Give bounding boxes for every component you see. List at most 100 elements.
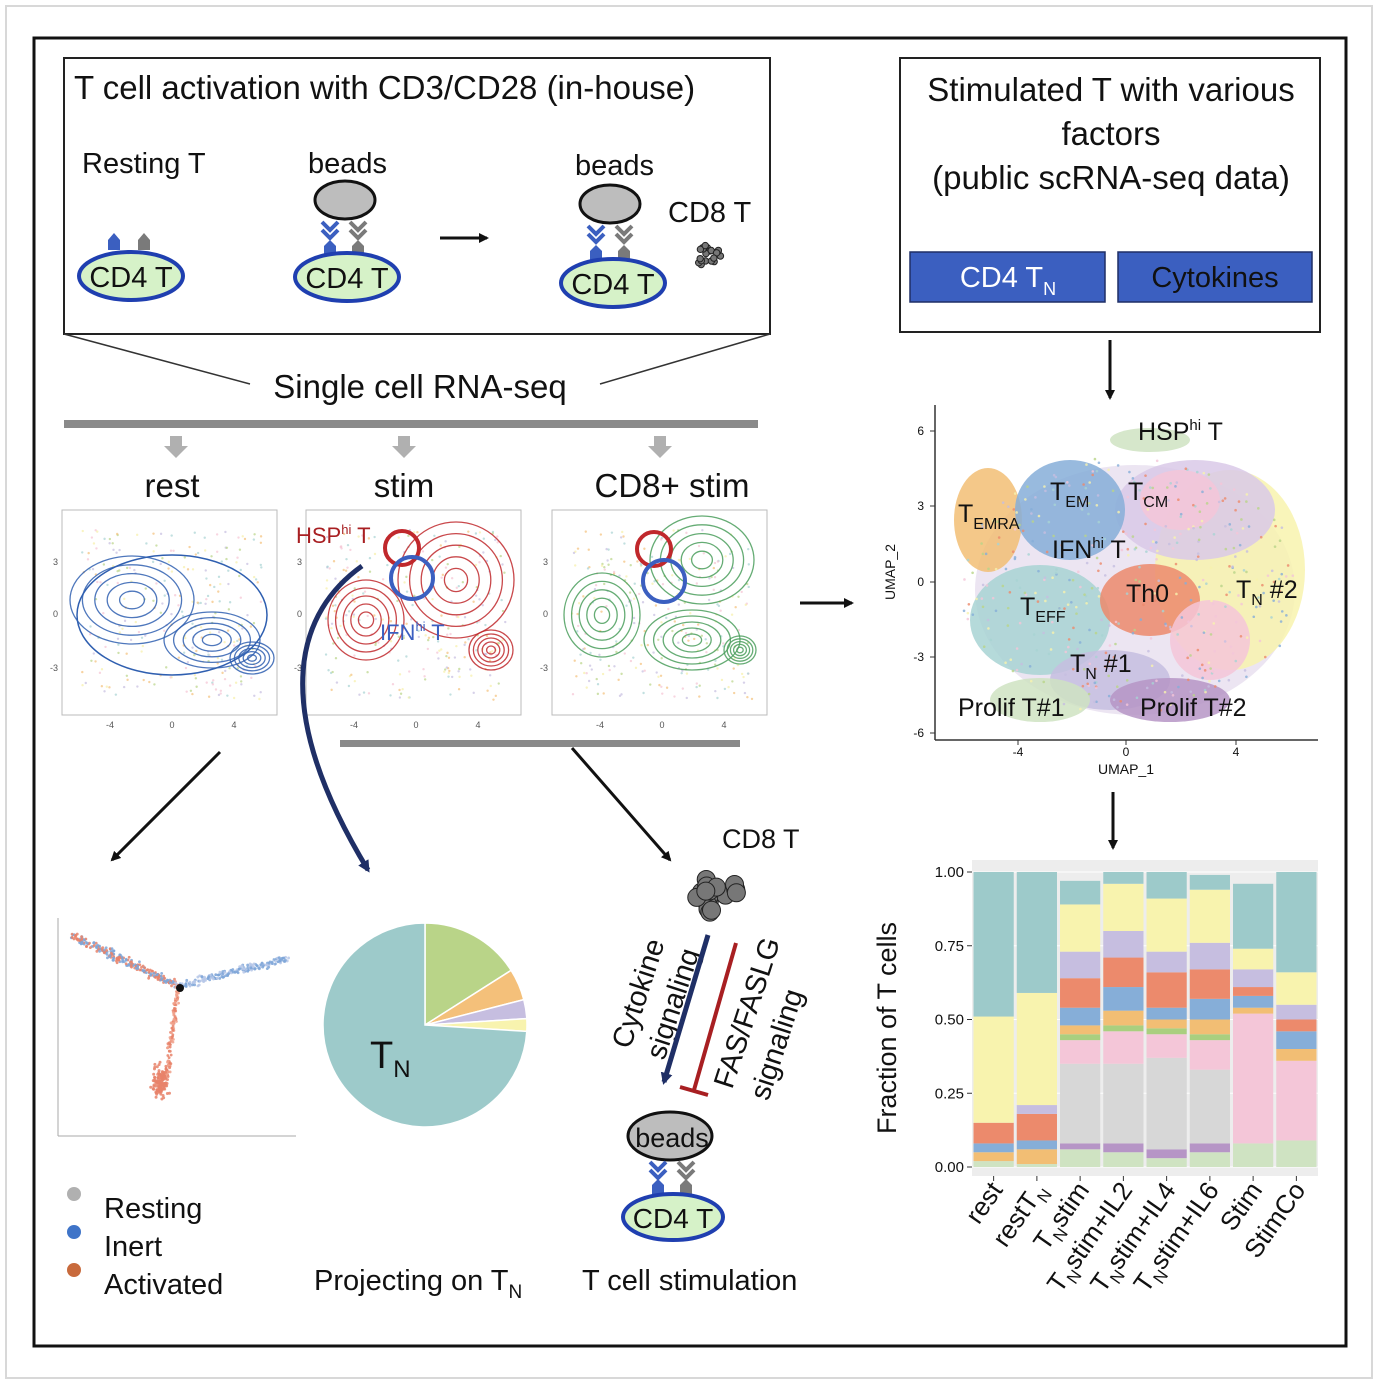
public-title-3: (public scRNA-seq data) <box>932 159 1290 196</box>
scatter-dot <box>236 556 239 559</box>
umap-dot <box>1115 685 1119 689</box>
scatter-dot <box>352 615 355 618</box>
scatter-dot <box>649 683 652 686</box>
umap-dot <box>1187 620 1190 624</box>
trajectory-cell-dot <box>118 955 122 959</box>
scatter-dot <box>700 634 704 638</box>
scatter-dot <box>210 555 213 558</box>
umap-dot <box>1198 585 1201 589</box>
umap-dot <box>1034 496 1037 499</box>
scatter-dot <box>658 683 661 687</box>
cd4-tn-label: CD4 TN <box>960 262 1056 299</box>
trajectory-cell-dot <box>85 944 88 948</box>
umap-dot <box>1167 499 1170 502</box>
scatter-dot <box>646 571 649 575</box>
density-contour <box>192 628 232 652</box>
scatter-dot <box>654 604 658 607</box>
umap-dot <box>1116 705 1119 709</box>
scatter-dot <box>153 683 156 686</box>
trajectory-cell-dot <box>236 971 240 975</box>
y-tick-label: 0.00 <box>935 1159 964 1176</box>
umap-dot <box>1103 537 1107 541</box>
umap-dot <box>1217 500 1221 504</box>
umap-dot <box>1006 624 1010 627</box>
scatter-dot <box>256 581 259 584</box>
scatter-dot <box>377 641 380 644</box>
trajectory-cell-dot <box>76 937 80 941</box>
scatter-dot <box>108 537 112 541</box>
trajectory-cell-dot <box>224 974 228 978</box>
scatter-dot <box>324 653 328 656</box>
umap-dot <box>1235 531 1239 535</box>
bar-segment <box>1060 880 1101 905</box>
trajectory-cell-dot <box>105 952 109 956</box>
umap-dot <box>963 578 966 581</box>
scatter-dot <box>116 569 119 573</box>
scatter-dot <box>441 573 445 577</box>
trajectory-cell-dot <box>169 1053 173 1057</box>
umap-dot <box>962 609 966 613</box>
y-tick-label: 0 <box>297 609 302 619</box>
scatter-dot <box>108 686 111 689</box>
umap-dot <box>1119 699 1123 703</box>
umap-dot <box>1245 675 1248 679</box>
scatter-dot <box>89 625 92 628</box>
cd4-cell-1-label: CD4 T <box>89 262 173 294</box>
trajectory-cell-dot <box>85 941 89 945</box>
scatter-dot <box>500 598 503 602</box>
umap-dot <box>1207 473 1211 476</box>
umap-dot <box>1116 464 1120 467</box>
scatter-dot <box>485 559 489 563</box>
scatter-dot <box>217 575 221 579</box>
scatter-dot <box>440 648 443 651</box>
scatter-dot <box>607 664 611 668</box>
scatter-dot <box>347 684 351 688</box>
umap-dot <box>1150 664 1154 668</box>
scatter-dot <box>458 667 461 671</box>
scatter-dot <box>214 688 218 691</box>
scatter-dot <box>324 617 328 620</box>
umap-cluster-label: TEM <box>1050 478 1089 511</box>
trajectory-cell-dot <box>112 956 116 960</box>
umap-dot <box>1077 570 1080 574</box>
scatter-dot <box>374 617 377 621</box>
umap-dot <box>1085 602 1088 605</box>
density-contour <box>94 572 170 628</box>
trajectory-cell-dot <box>168 1061 172 1065</box>
umap-cluster-region <box>1110 678 1230 722</box>
scatter-dot <box>106 583 109 587</box>
bar-segment <box>1060 904 1101 952</box>
trajectory-cell-dot <box>136 964 140 968</box>
umap-cluster-region <box>1015 460 1125 560</box>
trajectory-cell-dot <box>255 964 259 968</box>
trajectory-cell-dot <box>142 969 145 973</box>
scatter-dot <box>660 685 663 688</box>
umap-dot <box>1208 679 1211 683</box>
trajectory-cell-dot <box>207 975 211 978</box>
scatter-dot <box>625 604 628 607</box>
scatter-dot <box>440 576 443 579</box>
umap-dot <box>1202 471 1206 475</box>
bar-segment <box>1060 1007 1101 1026</box>
density-contour <box>229 641 275 675</box>
bar-segment <box>1189 1152 1230 1167</box>
umap-dot <box>1161 609 1165 613</box>
trajectory-cell-dot <box>231 968 235 971</box>
umap-cluster-region <box>1140 470 1220 530</box>
scatter-dot <box>237 624 241 627</box>
scatter-dot <box>463 643 466 647</box>
density-contour <box>578 589 626 641</box>
umap-dot <box>1095 700 1098 704</box>
umap-dot <box>1120 548 1124 552</box>
density-contour <box>736 646 744 654</box>
scatter-dot <box>713 663 717 666</box>
scatter-dot <box>632 656 635 659</box>
density-contour <box>334 587 398 653</box>
y-tick-label: 3 <box>297 557 302 567</box>
trajectory-cell-dot <box>253 967 257 971</box>
umap-dot <box>1100 634 1104 637</box>
trajectory-cell-dot <box>166 1064 170 1067</box>
scatter-dot <box>142 678 145 682</box>
scatter-dot <box>241 627 244 630</box>
